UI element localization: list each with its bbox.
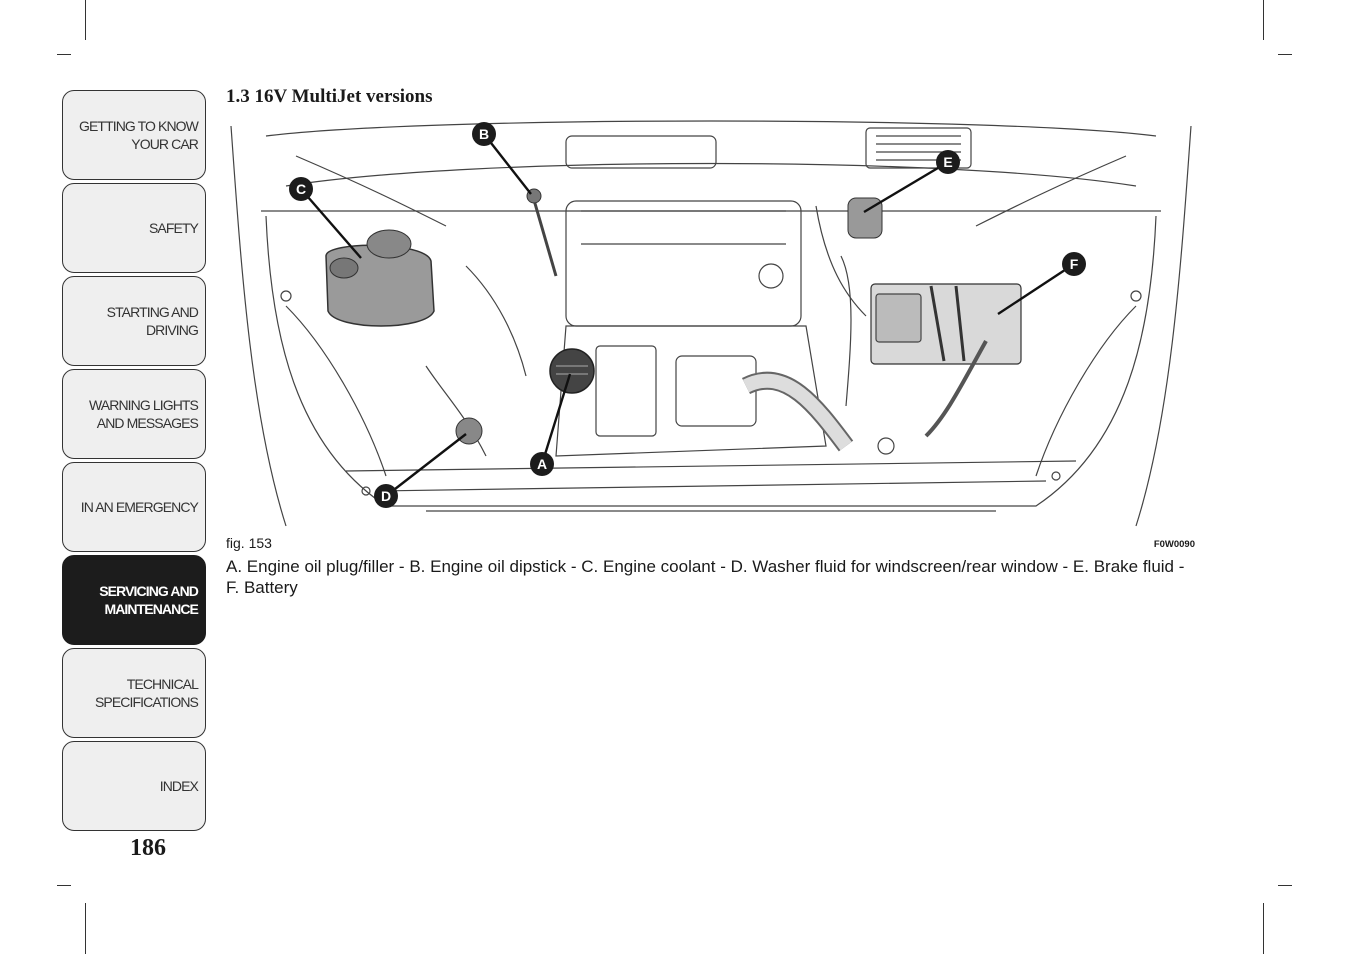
tab-servicing[interactable]: SERVICING AND MAINTENANCE: [62, 555, 206, 645]
tab-warning-lights[interactable]: WARNING LIGHTS AND MESSAGES: [62, 369, 206, 459]
crop-mark: [1263, 903, 1264, 954]
svg-text:B: B: [479, 126, 489, 142]
crop-mark: [57, 54, 71, 55]
svg-text:F: F: [1070, 256, 1079, 272]
tab-technical[interactable]: TECHNICAL SPECIFICATIONS: [62, 648, 206, 738]
callout-e: E: [936, 150, 960, 174]
callout-a: A: [530, 452, 554, 476]
page-number: 186: [130, 835, 166, 861]
tab-safety[interactable]: SAFETY: [62, 183, 206, 273]
figure-caption: A. Engine oil plug/filler - B. Engine oi…: [226, 557, 1185, 597]
crop-mark: [57, 885, 71, 886]
figure-code: F0W0090: [1153, 539, 1195, 550]
tab-index[interactable]: INDEX: [62, 741, 206, 831]
crop-mark: [1263, 0, 1264, 40]
svg-text:C: C: [296, 181, 306, 197]
crop-mark: [85, 903, 86, 954]
section-title: 1.3 16V MultiJet versions: [226, 86, 433, 107]
crop-mark: [1278, 885, 1292, 886]
callout-f: F: [1062, 252, 1086, 276]
crop-mark: [85, 0, 86, 40]
tab-emergency[interactable]: IN AN EMERGENCY: [62, 462, 206, 552]
engine-bay-illustration: B C E F A D: [230, 120, 1192, 527]
tab-getting-to-know[interactable]: GETTING TO KNOW YOUR CAR: [62, 90, 206, 180]
callout-d: D: [374, 484, 398, 508]
callout-c: C: [289, 177, 313, 201]
svg-text:A: A: [537, 456, 547, 472]
svg-text:D: D: [381, 488, 391, 504]
callout-b: B: [472, 122, 496, 146]
tab-starting-driving[interactable]: STARTING AND DRIVING: [62, 276, 206, 366]
figure-label: fig. 153: [226, 535, 272, 551]
svg-text:E: E: [943, 154, 952, 170]
crop-mark: [1278, 54, 1292, 55]
